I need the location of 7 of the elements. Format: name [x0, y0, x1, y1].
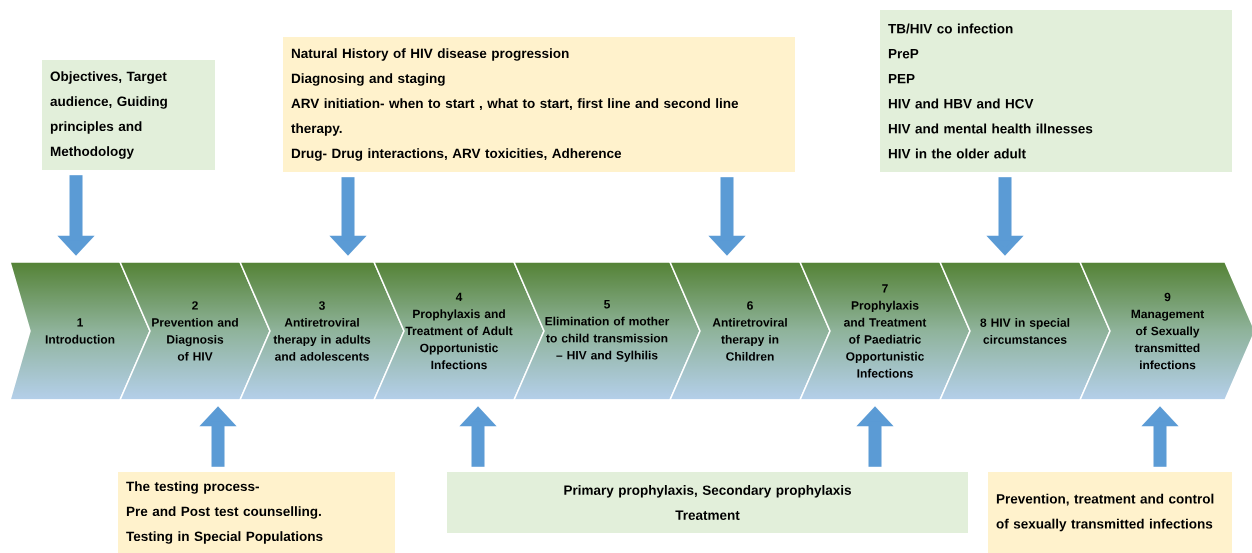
note-box: The testing process- Pre and Post test counselling. Testing in Special Populations: [118, 472, 395, 553]
note-box: Primary prophylaxis, Secondary prophylaxis Treatment: [447, 472, 968, 533]
chevron-step: 9 Management of Sexually transmitted infections: [1078, 261, 1252, 401]
note-box: Objectives, Target audience, Guiding principles and Methodology: [42, 60, 215, 170]
note-box: Prevention, treatment and control of sexually transmitted infections: [988, 472, 1232, 553]
note-box: Natural History of HIV disease progression Diagnosing and staging ARV initiation- when to start , what to start, first line and second line therapy. Drug- Drug interactions, ARV toxicities, Adherence: [283, 37, 795, 172]
note-box: TB/HIV co infection PreP PEP HIV and HBV and HCV HIV and mental health illnesses HIV in the older adult: [880, 10, 1232, 172]
